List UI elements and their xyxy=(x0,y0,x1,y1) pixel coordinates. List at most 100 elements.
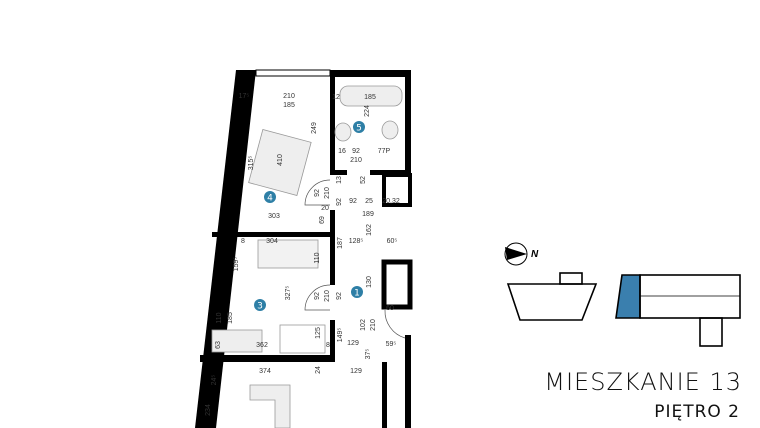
dimension-label: 159⁵ xyxy=(233,257,240,272)
dimension-label: 17⁵ xyxy=(239,93,250,100)
dimension-label: 110 xyxy=(314,252,321,263)
dimension-label: 92 xyxy=(314,292,321,300)
dimension-label: 92 xyxy=(352,148,360,155)
room3-south-wall xyxy=(200,355,335,362)
bedroom-door-swing xyxy=(304,179,331,206)
dimension-label: 60 xyxy=(386,305,394,312)
dimension-label: 187 xyxy=(337,237,344,249)
dimension-label: 37⁵ xyxy=(365,349,372,360)
dimension-label: 102 xyxy=(360,319,367,331)
door-swings xyxy=(304,179,406,339)
dimension-label: 162 xyxy=(366,224,373,236)
dimension-label: 374 xyxy=(259,368,271,375)
dimension-label: 129 xyxy=(347,340,359,347)
dimension-label: 410 xyxy=(277,154,284,166)
furniture xyxy=(211,85,403,428)
dimension-label: 315⁵ xyxy=(248,156,255,171)
shaft xyxy=(382,173,412,207)
dimension-label: 92 xyxy=(314,189,321,197)
apartment-title: MIESZKANIE 13 xyxy=(544,368,742,396)
dimension-label: 52 xyxy=(360,176,367,184)
dimension-label: 60⁵ xyxy=(387,238,398,245)
floor-label: PIĘTRO 2 xyxy=(654,402,740,422)
room3-east-wall-lower xyxy=(330,320,335,362)
dimension-label: 16 xyxy=(338,148,346,155)
bed xyxy=(248,128,312,197)
dimension-label: 210 xyxy=(283,93,295,100)
dimension-label: 20,32 xyxy=(382,198,400,205)
bedroom-east-wall xyxy=(330,210,335,237)
dimension-label: 125 xyxy=(315,327,322,339)
toilet xyxy=(381,120,399,140)
dimension-label: 24 xyxy=(315,366,322,374)
dimension-label: 210 xyxy=(350,157,362,164)
compass-arrow-icon xyxy=(505,247,527,260)
bathroom-wall-2 xyxy=(370,170,411,175)
dimension-label: 210 xyxy=(324,187,331,199)
dimension-label: 327⁵ xyxy=(285,286,292,301)
dimension-label: 8 xyxy=(326,342,330,349)
dimension-label: 210 xyxy=(324,290,331,302)
room-number-3: 3 xyxy=(257,302,263,312)
dimension-label: 128⁵ xyxy=(349,238,364,245)
room-number-1: 1 xyxy=(354,289,360,299)
dimension-label: 303 xyxy=(268,213,280,220)
bathtub xyxy=(339,85,403,107)
north-window-wall xyxy=(255,69,331,77)
dimension-label: 77P xyxy=(378,148,391,155)
desk xyxy=(211,329,263,353)
building-wing-east xyxy=(639,274,741,319)
dimension-label: 185 xyxy=(283,102,295,109)
walls xyxy=(195,69,413,428)
dimension-label: 185 xyxy=(227,312,234,324)
bed-room3 xyxy=(257,239,319,269)
dimension-label: 149⁵ xyxy=(337,328,344,343)
dimension-label: 20 xyxy=(321,205,329,212)
shaft-2 xyxy=(381,259,413,310)
dimension-label: 13 xyxy=(336,176,343,184)
room-marker-circle xyxy=(353,121,365,133)
dimension-label: 8 xyxy=(241,238,245,245)
north-label: N xyxy=(531,249,539,260)
dimension-label: 130 xyxy=(366,276,373,288)
dimension-label: 129 xyxy=(350,368,362,375)
dimension-label: 59⁵ xyxy=(386,341,397,348)
room3-door-swing xyxy=(304,284,331,311)
dimension-label: 210 xyxy=(370,319,377,331)
dimension-label: 189 xyxy=(362,211,374,218)
dimension-label: 24⁵ xyxy=(211,375,218,386)
dimension-label: 362 xyxy=(256,342,268,349)
west-stair xyxy=(559,272,583,285)
bedroom-bathroom-wall xyxy=(330,70,335,175)
building-wing-south xyxy=(699,317,723,347)
room3-east-wall-upper xyxy=(330,237,335,285)
east-wall-lower xyxy=(405,335,411,428)
room-marker-circle xyxy=(351,286,363,298)
room-number-4: 4 xyxy=(267,194,273,204)
dimension-label: 92 xyxy=(349,198,357,205)
dimension-label: 185 xyxy=(364,94,376,101)
room-marker-circle xyxy=(254,299,266,311)
building-wing-west xyxy=(506,283,598,321)
dimension-label: 92 xyxy=(336,292,343,300)
kitchen-wall xyxy=(382,362,387,428)
sofa xyxy=(249,384,291,428)
west-exterior-wall xyxy=(195,70,256,428)
room-marker-circle xyxy=(264,191,276,203)
entrance-door-swing xyxy=(384,309,406,339)
highlighted-apartment xyxy=(615,274,641,319)
dimension-label: 249 xyxy=(311,122,318,134)
dimension-label: 234 xyxy=(205,404,212,416)
room-number-5: 5 xyxy=(356,124,362,134)
dimension-label: 12 xyxy=(332,94,340,101)
wardrobe xyxy=(279,324,326,354)
bathroom-wall-1 xyxy=(335,170,347,175)
compass xyxy=(504,242,528,266)
bedroom-room3-wall xyxy=(212,232,335,237)
dimension-label: 224 xyxy=(364,105,371,117)
north-wall xyxy=(330,70,410,77)
